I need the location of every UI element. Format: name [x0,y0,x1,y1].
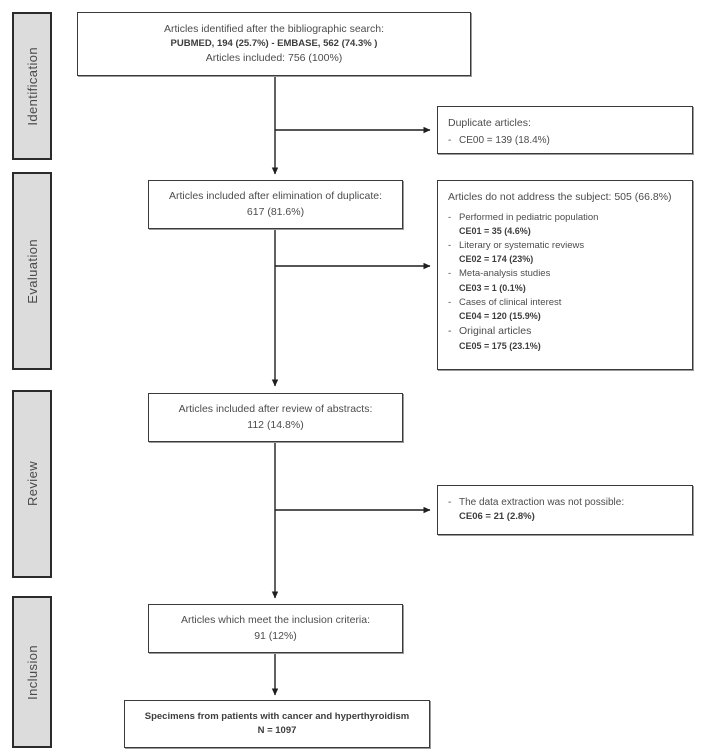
stage-label-review-text: Review [24,461,40,507]
identified-line-2: PUBMED, 194 (25.7%) - EMBASE, 562 (74.3%… [170,38,378,50]
after-duplicates-line-2: 617 (81.6%) [246,205,305,218]
exclusion-reason: -Original articles CE05 = 175 (23.1%) [448,324,682,353]
exclusion-reason-code-4: CE04 = 120 (15.9%) [459,310,541,321]
exclusion-reason-3-text: Meta-analysis studies [459,268,551,280]
identified-line-3: Articles included: 756 (100%) [205,51,343,64]
duplicates-item-1: -CE00 = 139 (18.4%) [448,133,682,148]
specimens-line-1: Specimens from patients with cancer and … [144,711,410,723]
stage-label-inclusion: Inclusion [12,596,52,748]
no-extraction-code: CE06 = 21 (2.8%) [459,511,535,522]
exclusion-reason: -Meta-analysis studies CE03 = 1 (0.1%) [448,267,682,294]
exclusion-reason-title-4: -Cases of clinical interest [448,296,682,310]
exclusion-reason: -Performed in pediatric population CE01 … [448,211,682,238]
exclusion-reason-code-2: CE02 = 174 (23%) [459,254,534,265]
duplicates-dash-1: - [448,134,452,146]
exclusion-reason: -Cases of clinical interest CE04 = 120 (… [448,296,682,323]
identified-line-1: Articles identified after the bibliograp… [163,22,385,35]
exclusion-reason-code-5: CE05 = 175 (23.1%) [459,340,541,351]
no-extraction-bullet: -The data extraction was not possible: [448,495,682,510]
after-abstracts-line-2: 112 (14.8%) [247,418,304,431]
stage-label-inclusion-text: Inclusion [24,644,40,700]
stage-label-evaluation: Evaluation [12,172,52,370]
exclusion-reason-code-3: CE03 = 1 (0.1%) [459,282,526,293]
no-extraction-text: The data extraction was not possible: [459,497,625,508]
after-duplicates-line-1: Articles included after elimination of d… [168,190,383,203]
exclusion-reason-title-2: -Literary or systematic reviews [448,239,682,253]
exclusion-reason-1-text: Performed in pediatric population [459,211,599,223]
exclusion-dash-1: - [448,211,452,223]
inclusion-criteria-line-2: 91 (12%) [254,629,297,642]
exclusion-dash-2: - [448,239,452,251]
exclusion-reason-2-text: Literary or systematic reviews [459,239,585,251]
stage-label-review: Review [12,390,52,578]
exclusion-reason: -Literary or systematic reviews CE02 = 1… [448,239,682,266]
exclusion-reason-title-1: -Performed in pediatric population [448,211,682,225]
inclusion-criteria-line-1: Articles which meet the inclusion criter… [180,614,371,627]
exclusion-dash-4: - [448,296,452,308]
excluded-subject-heading: Articles do not address the subject: 505… [448,191,672,203]
exclusion-reason-title-5: -Original articles [448,324,682,340]
box-specimens: Specimens from patients with cancer and … [124,700,430,748]
exclusion-dash-3: - [448,268,452,280]
box-duplicate-articles: Duplicate articles: -CE00 = 139 (18.4%) [437,106,693,154]
box-no-data-extraction: -The data extraction was not possible: C… [437,485,693,535]
stage-label-identification: Identification [12,12,52,160]
duplicates-heading: Duplicate articles: [448,117,531,129]
exclusion-reason-4-text: Cases of clinical interest [459,296,562,308]
box-after-abstracts: Articles included after review of abstra… [148,393,403,442]
stage-label-evaluation-text: Evaluation [24,238,40,304]
box-after-duplicates: Articles included after elimination of d… [148,180,403,229]
exclusion-reason-5-text: Original articles [459,324,532,337]
no-extraction-dash: - [448,497,452,508]
stage-label-identification-text: Identification [24,46,40,126]
box-articles-identified: Articles identified after the bibliograp… [77,12,471,76]
exclusion-reason-title-3: -Meta-analysis studies [448,267,682,281]
exclusion-dash-5: - [448,324,452,337]
box-inclusion-criteria: Articles which meet the inclusion criter… [148,604,403,653]
box-excluded-subject: Articles do not address the subject: 505… [437,180,693,370]
duplicates-item-1-text: CE00 = 139 (18.4%) [459,134,550,146]
after-abstracts-line-1: Articles included after review of abstra… [178,403,373,416]
exclusion-reason-code-1: CE01 = 35 (4.6%) [459,225,531,236]
specimens-line-2: N = 1097 [257,725,297,736]
